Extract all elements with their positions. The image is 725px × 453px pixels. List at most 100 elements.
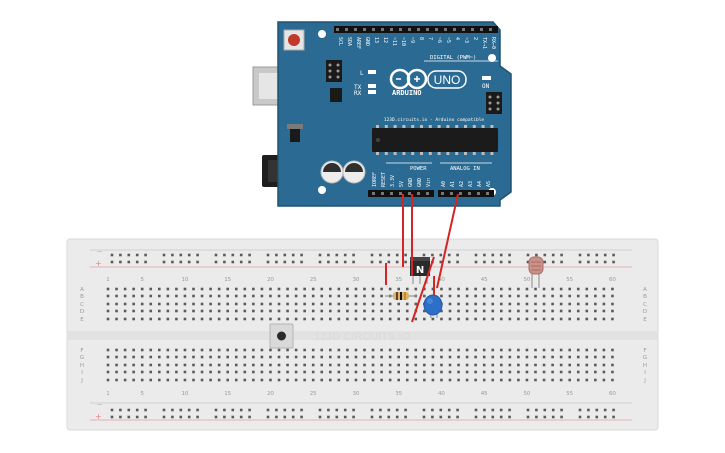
breadboard-hole[interactable] — [500, 348, 503, 352]
breadboard-hole[interactable] — [337, 355, 341, 359]
breadboard-hole[interactable] — [397, 378, 400, 382]
breadboard-hole[interactable] — [149, 294, 153, 298]
breadboard-hole[interactable] — [551, 253, 555, 257]
breadboard-hole[interactable] — [140, 355, 144, 359]
breadboard-hole[interactable] — [465, 370, 469, 374]
breadboard-hole[interactable] — [115, 355, 118, 359]
breadboard-hole[interactable] — [162, 408, 166, 412]
breadboard-hole[interactable] — [337, 363, 341, 367]
breadboard-hole[interactable] — [465, 363, 469, 367]
breadboard-hole[interactable] — [346, 287, 349, 291]
breadboard-hole[interactable] — [508, 378, 512, 382]
breadboard-hole[interactable] — [380, 378, 383, 382]
breadboard-hole[interactable] — [179, 253, 183, 257]
breadboard-hole[interactable] — [370, 253, 374, 257]
breadboard-hole[interactable] — [123, 287, 127, 291]
breadboard-hole[interactable] — [542, 294, 546, 298]
breadboard-hole[interactable] — [611, 370, 614, 374]
breadboard-hole[interactable] — [568, 317, 571, 321]
breadboard-hole[interactable] — [543, 415, 547, 419]
breadboard-hole[interactable] — [277, 287, 281, 291]
breadboard-hole[interactable] — [311, 302, 315, 306]
breadboard-hole[interactable] — [311, 378, 315, 382]
breadboard-hole[interactable] — [106, 302, 110, 306]
breadboard-hole[interactable] — [269, 317, 272, 321]
breadboard-hole[interactable] — [217, 302, 221, 306]
breadboard-hole[interactable] — [260, 370, 264, 374]
breadboard-hole[interactable] — [337, 317, 341, 321]
breadboard-hole[interactable] — [465, 309, 469, 313]
breadboard-hole[interactable] — [234, 378, 238, 382]
breadboard-hole[interactable] — [320, 309, 324, 313]
breadboard-hole[interactable] — [320, 370, 324, 374]
breadboard-hole[interactable] — [291, 408, 295, 412]
breadboard-hole[interactable] — [603, 408, 607, 412]
breadboard-hole[interactable] — [559, 317, 563, 321]
breadboard-hole[interactable] — [260, 317, 264, 321]
breadboard-hole[interactable] — [217, 294, 221, 298]
breadboard-hole[interactable] — [209, 294, 212, 298]
breadboard-hole[interactable] — [175, 302, 178, 306]
breadboard-hole[interactable] — [217, 317, 221, 321]
breadboard-hole[interactable] — [380, 309, 383, 313]
breadboard-hole[interactable] — [534, 294, 537, 298]
breadboard-hole[interactable] — [329, 317, 332, 321]
breadboard-hole[interactable] — [214, 408, 218, 412]
breadboard-hole[interactable] — [286, 309, 289, 313]
breadboard-hole[interactable] — [371, 348, 375, 352]
breadboard-hole[interactable] — [269, 309, 272, 313]
breadboard-hole[interactable] — [611, 355, 614, 359]
breadboard-hole[interactable] — [354, 378, 358, 382]
breadboard-hole[interactable] — [587, 260, 590, 264]
breadboard-hole[interactable] — [603, 415, 607, 419]
breadboard-hole[interactable] — [318, 415, 322, 419]
breadboard-hole[interactable] — [405, 309, 409, 313]
breadboard-hole[interactable] — [576, 302, 580, 306]
breadboard-hole[interactable] — [115, 294, 118, 298]
breadboard-hole[interactable] — [266, 415, 270, 419]
breadboard-hole[interactable] — [534, 348, 537, 352]
breadboard-hole[interactable] — [286, 317, 289, 321]
breadboard-hole[interactable] — [166, 302, 170, 306]
breadboard-hole[interactable] — [395, 408, 399, 412]
breadboard-hole[interactable] — [508, 309, 512, 313]
breadboard-hole[interactable] — [363, 348, 366, 352]
breadboard-hole[interactable] — [354, 317, 358, 321]
breadboard-hole[interactable] — [363, 309, 366, 313]
breadboard-hole[interactable] — [132, 378, 135, 382]
breadboard-hole[interactable] — [234, 370, 238, 374]
breadboard-hole[interactable] — [311, 370, 315, 374]
breadboard-hole[interactable] — [234, 309, 238, 313]
breadboard-hole[interactable] — [294, 317, 298, 321]
breadboard-hole[interactable] — [517, 355, 520, 359]
breadboard-hole[interactable] — [149, 302, 153, 306]
breadboard-hole[interactable] — [568, 348, 571, 352]
breadboard-hole[interactable] — [106, 317, 110, 321]
breadboard-hole[interactable] — [603, 253, 607, 257]
breadboard-hole[interactable] — [226, 317, 229, 321]
breadboard-hole[interactable] — [192, 348, 195, 352]
breadboard-hole[interactable] — [149, 317, 153, 321]
breadboard-hole[interactable] — [158, 348, 161, 352]
wire-analog[interactable] — [436, 193, 459, 289]
breadboard-hole[interactable] — [318, 253, 322, 257]
breadboard-hole[interactable] — [123, 302, 127, 306]
breadboard-hole[interactable] — [149, 348, 153, 352]
breadboard-hole[interactable] — [183, 302, 187, 306]
breadboard-hole[interactable] — [226, 294, 229, 298]
breadboard-hole[interactable] — [594, 363, 597, 367]
breadboard-hole[interactable] — [234, 348, 238, 352]
breadboard-hole[interactable] — [568, 370, 571, 374]
breadboard-hole[interactable] — [187, 260, 191, 264]
breadboard-hole[interactable] — [422, 253, 426, 257]
breadboard-hole[interactable] — [414, 378, 418, 382]
breadboard-hole[interactable] — [517, 348, 520, 352]
breadboard-hole[interactable] — [568, 302, 571, 306]
breadboard-hole[interactable] — [474, 287, 477, 291]
breadboard-hole[interactable] — [568, 294, 571, 298]
breadboard-hole[interactable] — [275, 415, 278, 419]
breadboard-hole[interactable] — [508, 253, 511, 257]
breadboard-hole[interactable] — [275, 260, 278, 264]
breadboard-hole[interactable] — [404, 260, 407, 264]
breadboard-hole[interactable] — [354, 355, 358, 359]
